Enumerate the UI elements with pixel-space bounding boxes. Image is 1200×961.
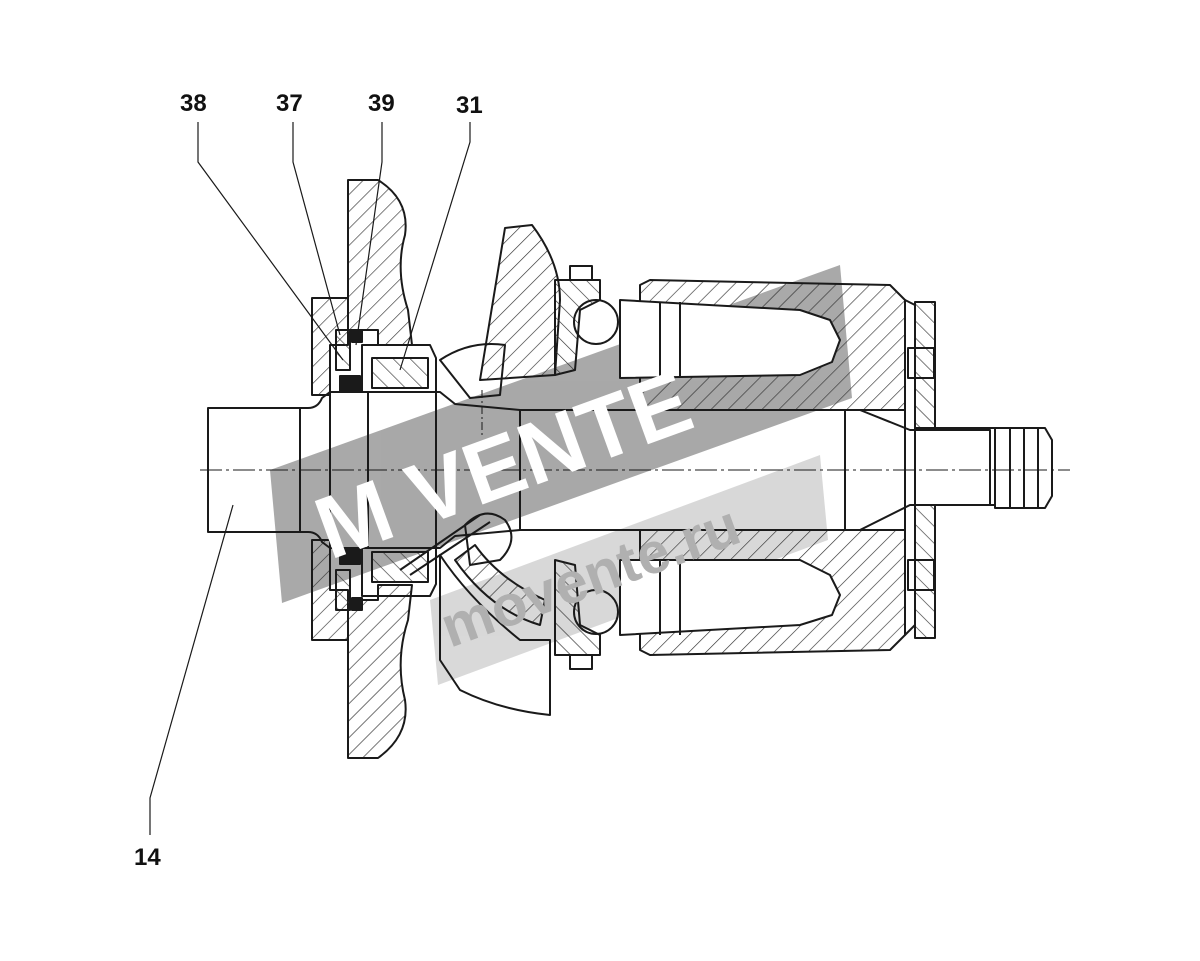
leader-14 <box>149 504 234 835</box>
leader-lines <box>149 122 471 835</box>
bearing-outer-upper <box>361 344 437 393</box>
seal-ring-lower <box>335 569 351 611</box>
spline-end <box>994 427 1053 509</box>
retainer-lower <box>554 559 601 656</box>
drawing-lines <box>207 179 1053 759</box>
leader-31 <box>399 122 471 371</box>
bearing-race-upper <box>371 357 429 389</box>
retainer-bolt-lower <box>569 654 593 670</box>
end-cover-lower <box>914 504 936 639</box>
retaining-ring-lower <box>351 597 363 611</box>
piston-ball-upper <box>573 299 619 345</box>
callout-label-31: 31 <box>456 92 483 119</box>
swash-plate-lower <box>439 554 551 716</box>
port-plate <box>904 299 916 636</box>
piston-ball-lower <box>573 589 619 635</box>
flange-lower <box>347 584 413 759</box>
flange-upper <box>347 179 413 346</box>
callout-label-14: 14 <box>134 844 161 871</box>
piston-lower <box>619 559 841 636</box>
swash-shoe-upper <box>439 343 506 399</box>
leader-38 <box>197 122 344 361</box>
callout-label-39: 39 <box>368 90 395 117</box>
seal-ring-upper <box>335 329 351 371</box>
seal-lip-upper <box>339 375 361 393</box>
end-bolt-lower <box>907 559 935 591</box>
callout-label-38: 38 <box>180 90 207 117</box>
callout-label-37: 37 <box>276 90 303 117</box>
retainer-upper <box>554 279 601 376</box>
flange-hub-upper <box>311 297 349 396</box>
retainer-bolt-upper <box>569 265 593 281</box>
leader-39 <box>355 122 383 346</box>
control-rod-2 <box>409 521 491 576</box>
swash-plate-upper <box>479 224 561 381</box>
end-cover-upper <box>914 301 936 429</box>
end-bolt-upper <box>907 347 935 379</box>
shaft-end <box>915 427 996 506</box>
piston-upper <box>619 299 841 379</box>
control-rod <box>399 514 481 571</box>
leader-37 <box>292 122 341 336</box>
